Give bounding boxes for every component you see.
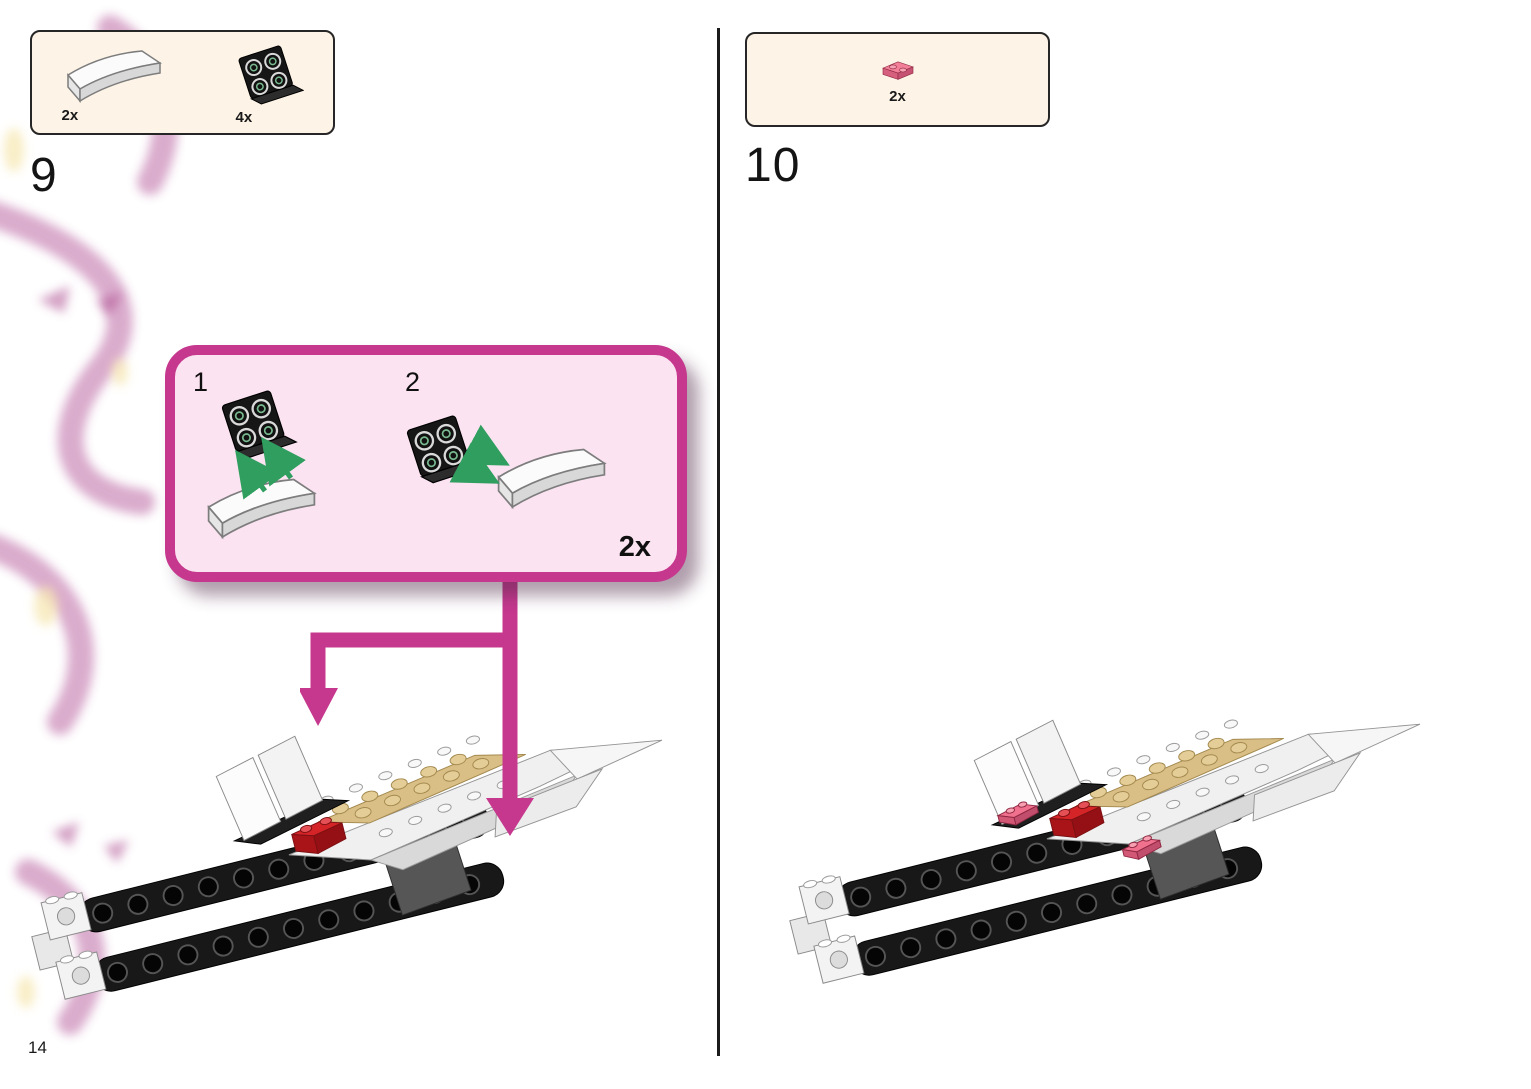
part-entry: 4x — [236, 39, 304, 126]
step-number-9: 9 — [30, 149, 58, 202]
eye-shapes — [38, 286, 129, 863]
substep-1-diagram — [207, 386, 316, 538]
step-number-10: 10 — [745, 139, 801, 192]
white-nose — [1307, 723, 1421, 764]
new-pink-plate-right — [1120, 835, 1162, 861]
substep-1-label: 1 — [193, 367, 209, 397]
right-wing-panel — [1252, 751, 1362, 822]
part-count: 2x — [61, 107, 79, 124]
glow-wisps — [4, 128, 128, 1008]
page-number: 14 — [28, 1038, 47, 1057]
parts-callout-step-9: 2x 4x — [30, 30, 335, 135]
green-arrow — [459, 424, 510, 466]
arrow-branch-shaft — [310, 632, 510, 690]
green-arrow — [261, 436, 306, 487]
red-brick — [291, 817, 347, 855]
white-curved-slope-icon — [66, 50, 161, 102]
white-end-bricks — [31, 891, 107, 1000]
part-entry: 2x — [878, 54, 918, 105]
part-entry: 2x — [62, 41, 166, 124]
standing-slopes — [215, 735, 324, 842]
green-arrow — [449, 442, 500, 484]
inset-quantity: 2x — [618, 531, 651, 563]
white-nose — [549, 739, 663, 780]
assembly-arrows — [300, 578, 534, 836]
model-step-9 — [31, 735, 663, 1000]
part-count: 2x — [889, 88, 906, 105]
arrow-main-head — [486, 798, 534, 836]
substep-2-label: 2 — [405, 367, 421, 397]
dark-pink-plate-icon — [882, 61, 913, 80]
right-wing-panel — [494, 767, 604, 838]
parts-callout-step-10: 2x — [745, 32, 1050, 127]
arrow-branch-head — [300, 688, 338, 726]
column-divider — [717, 28, 720, 1056]
tan-plate — [317, 753, 526, 824]
substep-2-diagram — [405, 411, 606, 508]
black-bracket-icon — [236, 41, 304, 107]
new-pink-plate-left — [996, 801, 1039, 826]
tan-plate — [1075, 737, 1284, 808]
green-arrow — [235, 449, 280, 500]
part-count: 4x — [235, 109, 253, 126]
red-brick — [1049, 801, 1105, 839]
substep-inset-box: 1 2 2x — [165, 345, 687, 582]
white-end-bricks — [789, 875, 865, 984]
model-step-10 — [789, 719, 1421, 984]
